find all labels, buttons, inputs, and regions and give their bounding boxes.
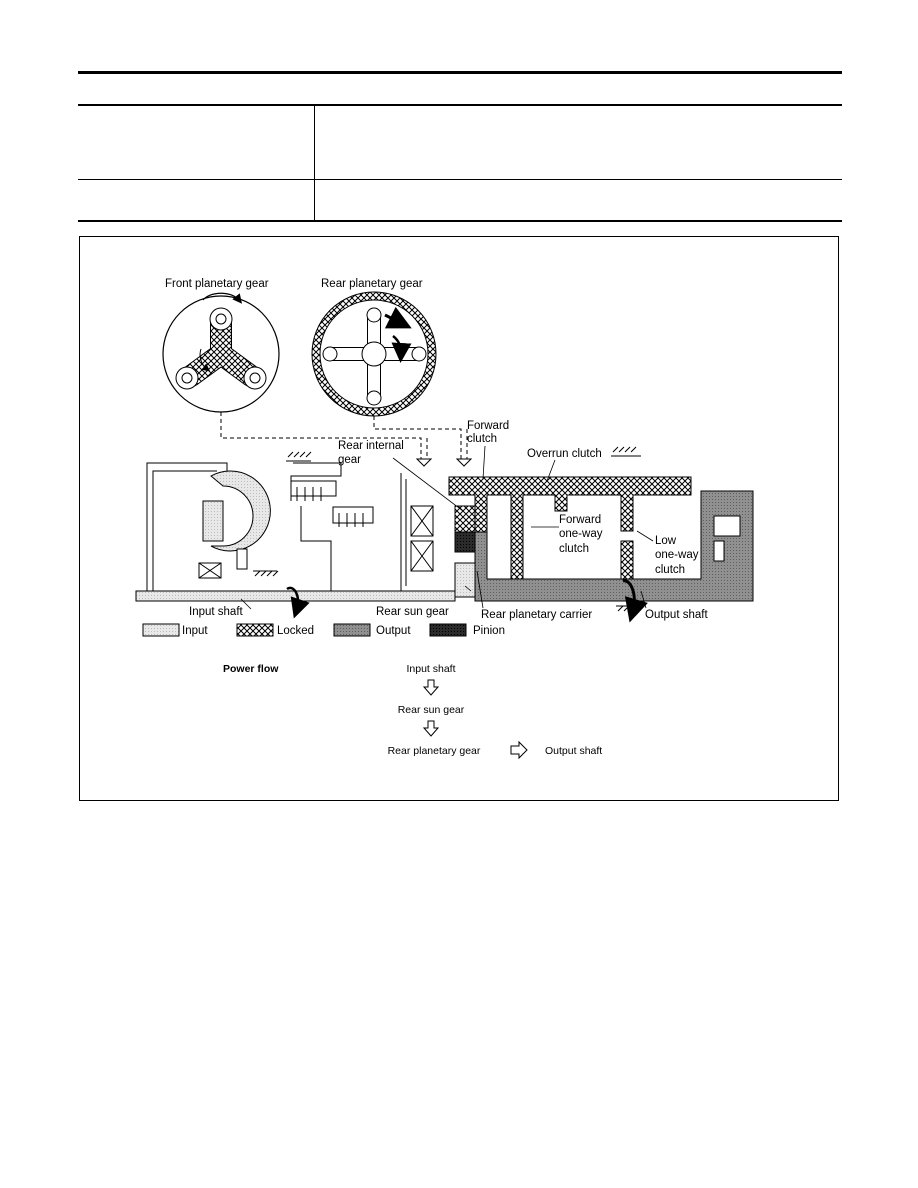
label-rear-internal-gear-1: Rear internal bbox=[338, 440, 404, 452]
transmission-housing bbox=[146, 462, 407, 598]
down-arrow-icon bbox=[422, 720, 440, 737]
label-rear-internal-gear-2: gear bbox=[338, 454, 361, 466]
front-planetary-gear bbox=[162, 292, 280, 413]
label-forward-one-way-clutch-1: Forward bbox=[559, 514, 601, 526]
power-flow-step-1: Input shaft bbox=[406, 663, 455, 675]
label-rear-planetary-gear: Rear planetary gear bbox=[321, 278, 423, 290]
dashed-arrow-1 bbox=[415, 458, 433, 467]
input-rotation-arrow bbox=[286, 586, 310, 619]
power-flow-step-2: Rear sun gear bbox=[398, 704, 465, 716]
legend-item-pinion: Pinion bbox=[429, 623, 505, 637]
rear-planetary-gear bbox=[311, 291, 437, 417]
torque-converter bbox=[198, 470, 271, 579]
down-arrow-icon bbox=[422, 679, 440, 696]
label-input-shaft: Input shaft bbox=[189, 606, 244, 618]
power-flow-figure: Front planetary gear Rear planetary gear… bbox=[79, 236, 839, 801]
legend-item-locked: Locked bbox=[236, 623, 314, 637]
diagram-labels: Front planetary gear Rear planetary gear… bbox=[165, 278, 708, 621]
label-low-one-way-clutch-1: Low bbox=[655, 535, 677, 547]
dashed-connectors bbox=[220, 412, 468, 459]
power-flow-title: Power flow bbox=[223, 663, 279, 675]
label-overrun-clutch: Overrun clutch bbox=[527, 448, 602, 460]
legend-label-input: Input bbox=[182, 625, 208, 637]
label-forward-one-way-clutch-2: one-way bbox=[559, 528, 603, 540]
legend-item-input: Input bbox=[142, 623, 208, 637]
label-output-shaft: Output shaft bbox=[645, 609, 708, 621]
label-forward-one-way-clutch-3: clutch bbox=[559, 543, 589, 555]
label-low-one-way-clutch-3: clutch bbox=[655, 564, 685, 576]
table-bottom-border bbox=[78, 220, 842, 222]
label-forward-clutch-1: Forward bbox=[467, 420, 509, 432]
dashed-arrow-2 bbox=[455, 458, 473, 467]
gear-diagram-svg: Front planetary gear Rear planetary gear… bbox=[135, 278, 754, 760]
pinion-member bbox=[454, 531, 476, 553]
info-table bbox=[78, 104, 842, 222]
label-rear-sun-gear: Rear sun gear bbox=[376, 606, 449, 618]
legend: Input Locked Output Pinion bbox=[142, 623, 505, 637]
legend-item-output: Output bbox=[333, 623, 411, 637]
ground-marks bbox=[253, 446, 642, 612]
label-forward-clutch-2: clutch bbox=[467, 433, 497, 445]
table-top-border bbox=[78, 104, 842, 106]
legend-label-locked: Locked bbox=[277, 625, 314, 637]
legend-label-output: Output bbox=[376, 625, 411, 637]
header-rule bbox=[78, 71, 842, 74]
label-front-planetary-gear: Front planetary gear bbox=[165, 278, 269, 290]
leader-lines bbox=[240, 445, 654, 610]
input-members bbox=[135, 562, 476, 602]
power-flow-step-3: Rear planetary gear bbox=[388, 745, 481, 757]
power-flow: Power flow Input shaft Rear sun gear Rea… bbox=[223, 663, 602, 760]
table-row-divider bbox=[78, 179, 842, 180]
right-arrow-icon bbox=[510, 740, 528, 760]
clutch-packs bbox=[290, 480, 434, 572]
label-rear-planetary-carrier: Rear planetary carrier bbox=[481, 609, 592, 621]
power-flow-step-4: Output shaft bbox=[545, 745, 602, 757]
label-low-one-way-clutch-2: one-way bbox=[655, 549, 699, 561]
legend-label-pinion: Pinion bbox=[473, 625, 505, 637]
table-column-divider bbox=[314, 104, 315, 222]
output-rotation-arrow bbox=[622, 579, 648, 623]
output-members bbox=[474, 490, 754, 602]
